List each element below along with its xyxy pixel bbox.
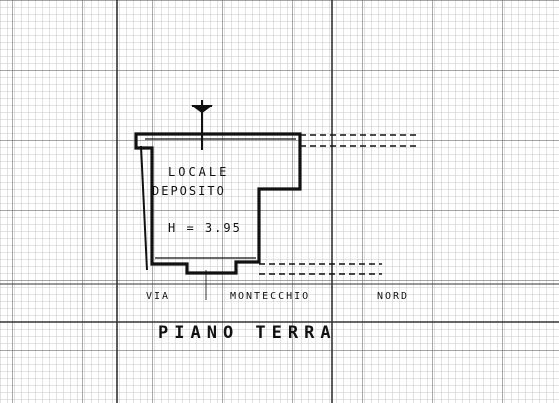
street-label-via: VIA (146, 291, 170, 302)
floor-title: PIANO TERRA (158, 323, 337, 343)
street-label-nord: NORD (377, 291, 409, 302)
street-label-montecchio: MONTECCHIO (230, 291, 310, 302)
north-arrow-icon (191, 100, 213, 150)
building-outline (134, 132, 302, 275)
room-name-line2: DEPOSITO (152, 184, 226, 198)
room-height-label: H = 3.95 (168, 221, 242, 235)
room-name-line1: LOCALE (168, 165, 229, 179)
dashed-boundary-lines (259, 134, 418, 275)
